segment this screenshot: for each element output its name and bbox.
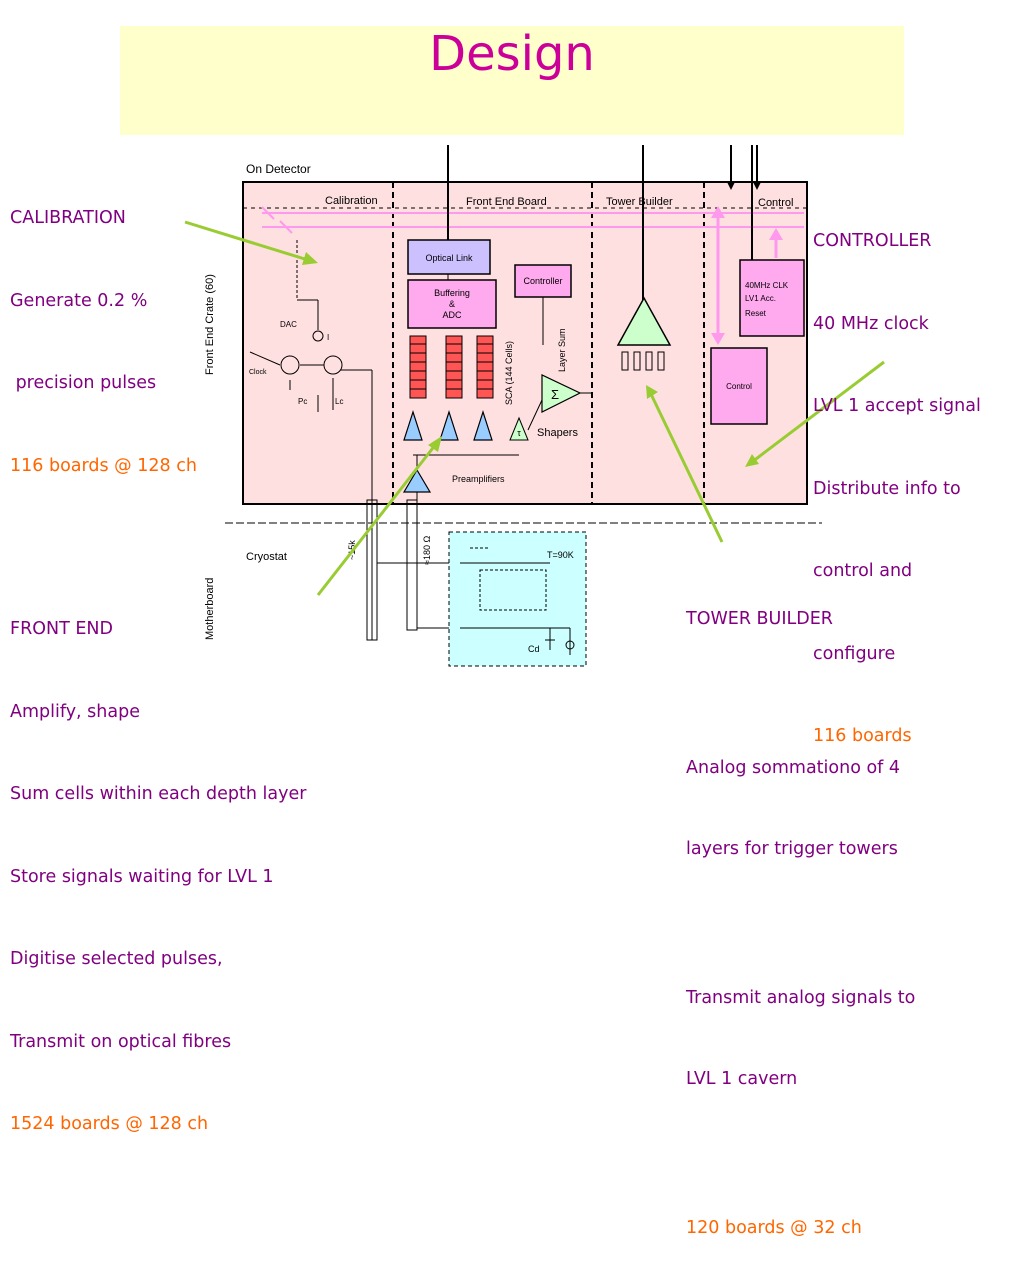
calibration-boards: 116 boards @ 128 ch: [10, 455, 197, 476]
tower-builder-line: LVL 1 cavern: [686, 1069, 798, 1089]
section-control: Control: [758, 197, 793, 209]
tau-triangle: [509, 416, 529, 441]
tower-builder-line: Analog sommationo of 4: [686, 758, 901, 778]
cryostat-label: Cryostat: [246, 551, 287, 563]
tower-builder-boards: 120 boards @ 32 ch: [686, 1218, 862, 1238]
calibration-heading: CALIBRATION: [10, 208, 126, 228]
crate-label: Front End Crate (60): [204, 274, 216, 375]
controller-line: LVL 1 accept signal: [813, 396, 981, 416]
tower-builder-heading: TOWER BUILDER: [686, 609, 833, 629]
svg-text:τ: τ: [517, 428, 521, 438]
svg-text:Optical Link: Optical Link: [425, 253, 473, 263]
buffering-adc-box: [407, 279, 497, 329]
tower-builder-line: layers for trigger towers: [686, 839, 898, 859]
calibration-arrow: [184, 220, 309, 262]
tower-builder-arrow: [648, 391, 724, 543]
svg-text:Reset: Reset: [745, 309, 767, 318]
svg-text:LV1 Acc.: LV1 Acc.: [745, 294, 776, 303]
section-front-end-board: Front End Board: [466, 196, 547, 208]
front-end-line: Transmit on optical fibres: [10, 1031, 232, 1052]
svg-text:Σ: Σ: [551, 387, 559, 402]
calibration-annotation: CALIBRATION Generate 0.2 % precision pul…: [10, 150, 197, 508]
tower-builder-line: Transmit analog signals to: [686, 988, 916, 1008]
calibration-circuit: [249, 240, 373, 640]
control-box: [710, 347, 768, 425]
svg-text:ADC: ADC: [442, 310, 462, 320]
front-end-annotation: FRONT END Amplify, shape Sum cells withi…: [10, 561, 306, 1166]
front-end-line: Digitise selected pulses,: [10, 949, 223, 969]
sca-label: SCA (144 Cells): [504, 341, 514, 405]
svg-text:Buffering: Buffering: [434, 288, 470, 298]
calibration-line: precision pulses: [10, 373, 157, 393]
controller-boards: 116 boards: [813, 726, 912, 746]
controller-annotation: CONTROLLER 40 MHz clock LVL 1 accept sig…: [813, 173, 981, 778]
cryostat-box: [448, 531, 587, 667]
sum-amplifier: [541, 374, 582, 413]
controller-heading: CONTROLLER: [813, 231, 932, 251]
svg-text:DAC: DAC: [280, 320, 297, 329]
svg-text:≈180 Ω: ≈180 Ω: [422, 536, 432, 565]
title-banner: [120, 26, 904, 135]
svg-text:&: &: [449, 299, 455, 309]
front-end-arrow: [316, 443, 438, 596]
front-end-line: Sum cells within each depth layer: [10, 784, 307, 804]
section-calibration: Calibration: [325, 195, 378, 207]
svg-text:Pc: Pc: [298, 397, 307, 406]
tower-builder-annotation: TOWER BUILDER Analog sommationo of 4 lay…: [686, 552, 915, 1269]
page-title: Design: [429, 26, 595, 82]
svg-text:Control: Control: [726, 382, 752, 391]
svg-text:T=90K: T=90K: [547, 550, 574, 560]
section-tower-builder: Tower Builder: [606, 196, 673, 208]
svg-text:Cd: Cd: [528, 644, 540, 654]
preamplifiers-label: Preamplifiers: [452, 474, 505, 484]
front-end-line: Store signals waiting for LVL 1: [10, 866, 274, 887]
front-end-line: Amplify, shape: [10, 701, 140, 722]
shaper-triangles: [403, 410, 493, 441]
calibration-line: Generate 0.2 %: [10, 290, 148, 311]
layer-sum-label: Layer Sum: [557, 328, 567, 372]
clock-box: [739, 259, 805, 337]
sca-columns: [409, 335, 494, 399]
svg-text:40MHz CLK: 40MHz CLK: [745, 281, 789, 290]
optical-link-box: [407, 239, 491, 275]
svg-text:Clock: Clock: [249, 369, 267, 376]
controller-line: control and: [813, 561, 913, 581]
on-detector-label: On Detector: [246, 162, 311, 176]
svg-text:Controller: Controller: [523, 276, 562, 286]
controller-arrow: [751, 360, 885, 464]
front-end-boards: 1524 boards @ 128 ch: [10, 1114, 209, 1134]
front-end-crate: [242, 181, 808, 505]
motherboard-label: Motherboard: [204, 578, 216, 640]
svg-text:I: I: [327, 333, 329, 342]
svg-text:Lc: Lc: [335, 397, 343, 406]
controller-line: 40 MHz clock: [813, 313, 929, 334]
controller-line: configure: [813, 643, 896, 664]
pointer-arrows: [184, 220, 885, 596]
tower-builder-amp: [616, 296, 672, 346]
shapers-label: Shapers: [537, 427, 578, 439]
architecture-diagram: On Detector Calibration Front End Board …: [184, 145, 885, 667]
front-end-heading: FRONT END: [10, 619, 113, 639]
controller-line: Distribute info to: [813, 478, 961, 499]
